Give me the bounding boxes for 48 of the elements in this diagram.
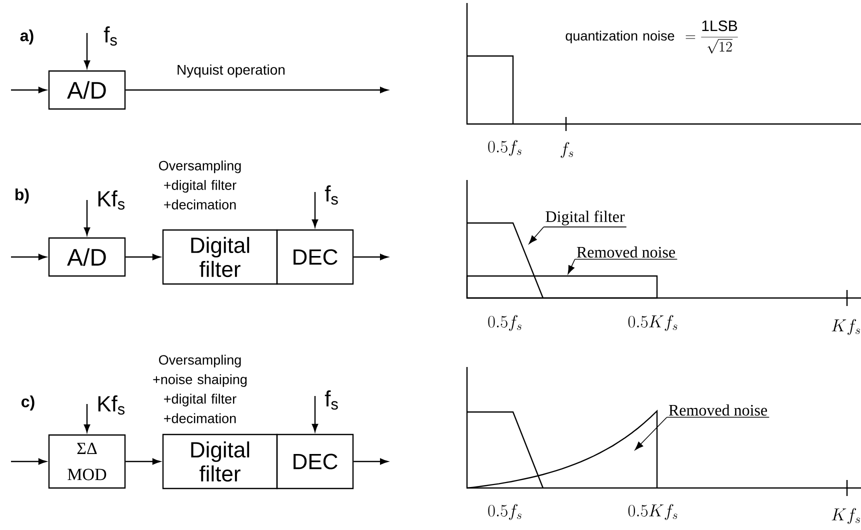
arrow	[11, 458, 46, 465]
process-box: Digital filter	[162, 229, 278, 285]
axis-tick-label: $f_s$	[560, 142, 574, 158]
formula: $=\frac{\mathrm{1LSB}}{\sqrt{12}}$	[686, 20, 738, 54]
noise-spectrum	[466, 275, 658, 299]
modulator-box: ΣΔ MOD	[48, 434, 126, 489]
arrow	[126, 458, 160, 465]
arrow	[84, 33, 90, 68]
callout-text: Removed noise	[574, 246, 678, 260]
arrow	[126, 254, 160, 260]
arrow	[312, 396, 318, 432]
arrow	[84, 404, 90, 432]
edge-label: f$_{s}$	[324, 390, 338, 410]
axis-tick-label: $Kf_s$	[832, 508, 860, 524]
panel-label: a)	[20, 30, 34, 44]
annotation-text: Oversampling +digital filter +decimation	[159, 160, 241, 210]
leader-line	[634, 416, 668, 450]
callout-text: Digital filter	[543, 210, 627, 228]
arrow	[354, 254, 388, 260]
edge-label: f$_{s}$	[104, 26, 117, 46]
arrow	[11, 86, 46, 94]
process-box: A/D	[48, 237, 126, 277]
leader-line	[528, 226, 544, 244]
edge-label: f$_{s}$	[324, 185, 338, 205]
process-box: DEC	[276, 434, 354, 490]
leader-line	[568, 258, 576, 274]
axis-tick-label: $Kf_s$	[832, 319, 860, 335]
panel-label: b)	[16, 188, 29, 204]
process-box: A/D	[48, 70, 126, 110]
axis-tick-label: $0.5Kf_s$	[628, 504, 678, 520]
edge-label: Nyquist operation	[178, 64, 285, 78]
arrow	[312, 192, 318, 228]
arrow	[84, 200, 90, 236]
process-box: Digital filter	[162, 434, 278, 490]
callout-text: Removed noise	[666, 404, 770, 418]
panel-label: c)	[22, 396, 34, 410]
edge-label: Kf$_{s}$	[98, 395, 125, 415]
annotation-text: Oversampling +noise shaiping +digital filter +decimation	[153, 354, 247, 424]
axis-tick-label: $0.5f_s$	[488, 504, 522, 520]
process-box: DEC	[276, 229, 354, 285]
arrow	[11, 254, 46, 260]
axis-tick-label: $0.5Kf_s$	[628, 315, 678, 331]
axis-tick-label: $0.5f_s$	[488, 140, 522, 156]
edge-label: Kf$_{s}$	[98, 190, 125, 210]
arrow	[126, 86, 388, 94]
axis-tick-label: $0.5f_s$	[488, 315, 522, 331]
arrow	[354, 458, 388, 465]
annotation-text: quantization noise	[566, 30, 674, 44]
